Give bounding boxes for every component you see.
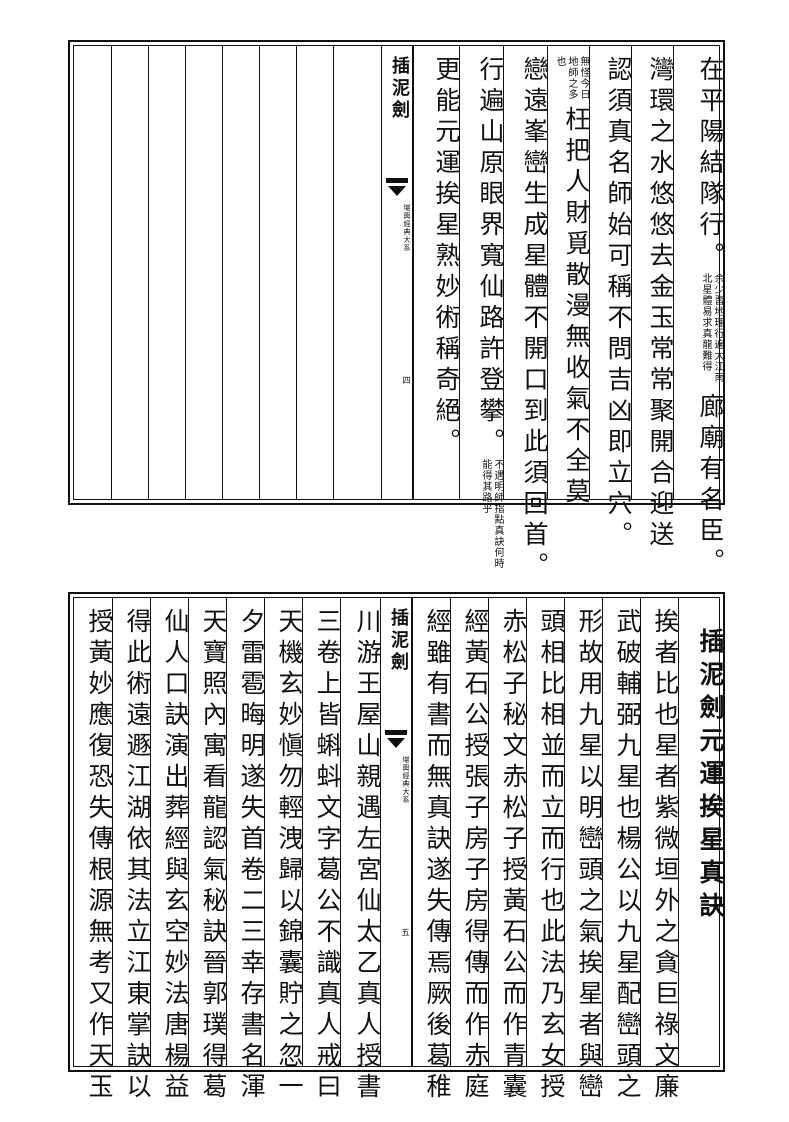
column-note: 余少習地理行遍大江南北星體易求真龍難得 xyxy=(700,273,723,383)
column-text: 武破輔弼九星也楊公以九星配巒頭之 xyxy=(613,608,642,1104)
section-title: 插泥劍元運挨星真訣 xyxy=(696,628,725,925)
fold-page-number: 五 xyxy=(401,928,410,936)
text-column-10: 三卷上皆蝌蚪文字葛公不識真人戒曰 xyxy=(302,598,342,1104)
text-column-8: 經雖有書而無真訣遂失傳焉厥後葛稚 xyxy=(412,598,452,1104)
column-text: 形故用九星以明巒頭之氣挨星者與巒 xyxy=(575,608,604,1104)
text-column-1: 在平陽結隊行。余少習地理行遍大江南北星體易求真龍難得廊廟有名臣。 xyxy=(673,46,725,579)
column-text: 頭相比相並而立而行也此法乃玄女授 xyxy=(537,608,566,1104)
fish-tail-bar xyxy=(385,730,407,735)
column-note: 不遇明師指點真訣何時能得其路乎 xyxy=(480,459,503,569)
text-column-13: 天寶照內寓看龍認氣秘訣晉郭璞得葛 xyxy=(188,598,228,1104)
column-text: 經黃石公授張子房子房得傳而作赤庭 xyxy=(461,608,490,1104)
empty-column xyxy=(296,46,333,499)
empty-column xyxy=(333,46,381,499)
text-column-11: 天機玄妙愼勿輕洩歸以錦囊貯之忽一 xyxy=(264,598,304,1104)
column-text: 夕雷雹晦明遂失首卷二三幸存書名渾 xyxy=(237,608,266,1104)
column-text: 仙人口訣演出葬經與玄空妙法唐楊益 xyxy=(161,608,190,1104)
column-text: 天機玄妙愼勿輕洩歸以錦囊貯之忽一 xyxy=(275,608,304,1104)
fold-subtitle: 堪輿經典大系 xyxy=(402,756,410,804)
text-column-2: 挨者比也星者紫微垣外之貪巨祿文廉 xyxy=(640,598,680,1104)
text-column-5: 戀遠峯巒生成星體不開口到此須回首。 xyxy=(503,46,549,583)
column-text: 行遍山原眼界寬仙路許登攀。 xyxy=(476,56,505,459)
text-column-15: 得此術遠遯江湖依其法立江東掌訣以 xyxy=(112,598,152,1104)
fish-tail-mark xyxy=(387,738,405,748)
empty-column xyxy=(259,46,296,499)
empty-column xyxy=(111,46,148,499)
text-column-9: 川游王屋山親遇左宮仙太乙真人授書 xyxy=(340,598,382,1104)
top-fold-strip: 插泥劍 堪輿經典大系 四 xyxy=(381,46,413,499)
fish-tail-mark xyxy=(388,186,406,196)
text-column-3: 武破輔弼九星也楊公以九星配巒頭之 xyxy=(602,598,642,1104)
column-text: 廊廟有名臣。 xyxy=(696,393,725,579)
column-text: 戀遠峯巒生成星體不開口到此須回首。 xyxy=(520,56,549,583)
column-text: 更能元運挨星熟妙術稱奇絕。 xyxy=(432,56,461,459)
text-column-7: 經黃石公授張子房子房得傳而作赤庭 xyxy=(450,598,490,1104)
column-text: 經雖有書而無真訣遂失傳焉厥後葛稚 xyxy=(423,608,452,1104)
column-text: 赤松子秘文赤松子授黃石公而作青囊 xyxy=(499,608,528,1104)
empty-column xyxy=(185,46,222,499)
text-column-6: 行遍山原眼界寬仙路許登攀。不遇明師指點真訣何時能得其路乎 xyxy=(459,46,505,569)
column-text: 授黃妙應復恐失傳根源無考又作天玉 xyxy=(85,608,114,1104)
top-page-grid: 插泥劍 堪輿經典大系 四 更能元運挨星熟妙術稱奇絕。 行遍山原眼界寬仙路許登攀。… xyxy=(73,45,725,583)
bottom-page: 授黃妙應復恐失傳根源無考又作天玉 得此術遠遯江湖依其法立江東掌訣以 仙人口訣演出… xyxy=(68,592,725,1104)
text-column-7: 更能元運挨星熟妙術稱奇絕。 xyxy=(413,46,461,499)
fold-title: 插泥劍 xyxy=(389,56,410,122)
text-column-4: 無怪今日地師之多也枉把人財覓散漫無收氣不全莫 xyxy=(547,46,591,509)
fold-subtitle: 堪輿經典大系 xyxy=(403,204,411,252)
text-column-12: 夕雷雹晦明遂失首卷二三幸存書名渾 xyxy=(226,598,266,1104)
bottom-page-grid: 授黃妙應復恐失傳根源無考又作天玉 得此術遠遯江湖依其法立江東掌訣以 仙人口訣演出… xyxy=(73,597,725,1104)
column-text: 川游王屋山親遇左宮仙太乙真人授書 xyxy=(353,608,382,1104)
text-column-2: 灣環之水悠悠去金玉常常聚開合迎送 xyxy=(631,46,675,552)
fish-tail-bar xyxy=(386,178,408,183)
empty-column xyxy=(148,46,185,499)
column-text: 認須真名師始可稱不問吉凶即立穴。 xyxy=(604,56,633,552)
text-column-6: 赤松子秘文赤松子授黃石公而作青囊 xyxy=(488,598,528,1104)
text-column-3: 認須真名師始可稱不問吉凶即立穴。 xyxy=(589,46,633,552)
column-text: 枉把人財覓散漫無收氣不全莫 xyxy=(562,106,591,509)
fold-page-number: 四 xyxy=(402,376,411,384)
bottom-fold-strip: 插泥劍 堪輿經典大系 五 xyxy=(380,598,412,1066)
text-column-16: 授黃妙應復恐失傳根源無考又作天玉 xyxy=(74,598,114,1104)
text-column-4: 形故用九星以明巒頭之氣挨星者與巒 xyxy=(564,598,604,1104)
column-text: 挨者比也星者紫微垣外之貪巨祿文廉 xyxy=(651,608,680,1104)
column-text: 天寶照內寓看龍認氣秘訣晉郭璞得葛 xyxy=(199,608,228,1104)
column-text: 在平陽結隊行。 xyxy=(696,56,725,273)
column-text: 三卷上皆蝌蚪文字葛公不識真人戒曰 xyxy=(313,608,342,1104)
text-column-14: 仙人口訣演出葬經與玄空妙法唐楊益 xyxy=(150,598,190,1104)
top-page: 插泥劍 堪輿經典大系 四 更能元運挨星熟妙術稱奇絕。 行遍山原眼界寬仙路許登攀。… xyxy=(68,40,725,583)
column-note: 無怪今日地師之多也 xyxy=(554,56,589,100)
text-column-5: 頭相比相並而立而行也此法乃玄女授 xyxy=(526,598,566,1104)
column-text: 灣環之水悠悠去金玉常常聚開合迎送 xyxy=(646,56,675,552)
fold-title: 插泥劍 xyxy=(388,608,409,674)
empty-column xyxy=(74,46,111,499)
section-title-column: 插泥劍元運挨星真訣 xyxy=(678,598,725,1066)
empty-column xyxy=(222,46,259,499)
column-text: 得此術遠遯江湖依其法立江東掌訣以 xyxy=(123,608,152,1104)
